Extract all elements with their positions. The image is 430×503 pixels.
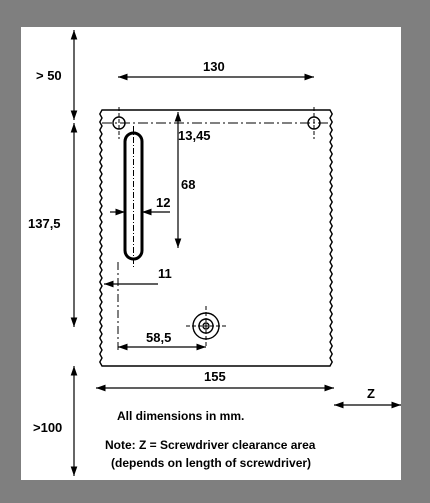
dim-top-clearance: > 50 [36, 68, 62, 83]
dim-hole-spacing: 130 [203, 59, 225, 74]
dim-slot-width: 12 [156, 195, 170, 210]
mounting-slot [123, 126, 144, 268]
units-note: All dimensions in mm. [117, 409, 244, 423]
dim-screwdriver-zone: Z [367, 386, 375, 401]
z-note-line2: (depends on length of screwdriver) [111, 456, 311, 470]
dim-lower-hole-offset: 58,5 [146, 330, 171, 345]
dim-bottom-clearance: >100 [33, 420, 62, 435]
dim-slot-length: 68 [181, 177, 195, 192]
z-note-line1: Note: Z = Screwdriver clearance area [105, 438, 316, 452]
right-bracket-hole [307, 107, 321, 139]
mounting-plate-outline [99, 109, 333, 367]
dim-plate-width: 155 [204, 369, 226, 384]
dim-hole-to-slot: 13,45 [178, 128, 211, 143]
lower-mounting-hole [186, 306, 228, 348]
dim-plate-height: 137,5 [28, 216, 61, 231]
left-bracket-hole [112, 107, 126, 139]
dim-edge-offset: 11 [158, 266, 172, 281]
